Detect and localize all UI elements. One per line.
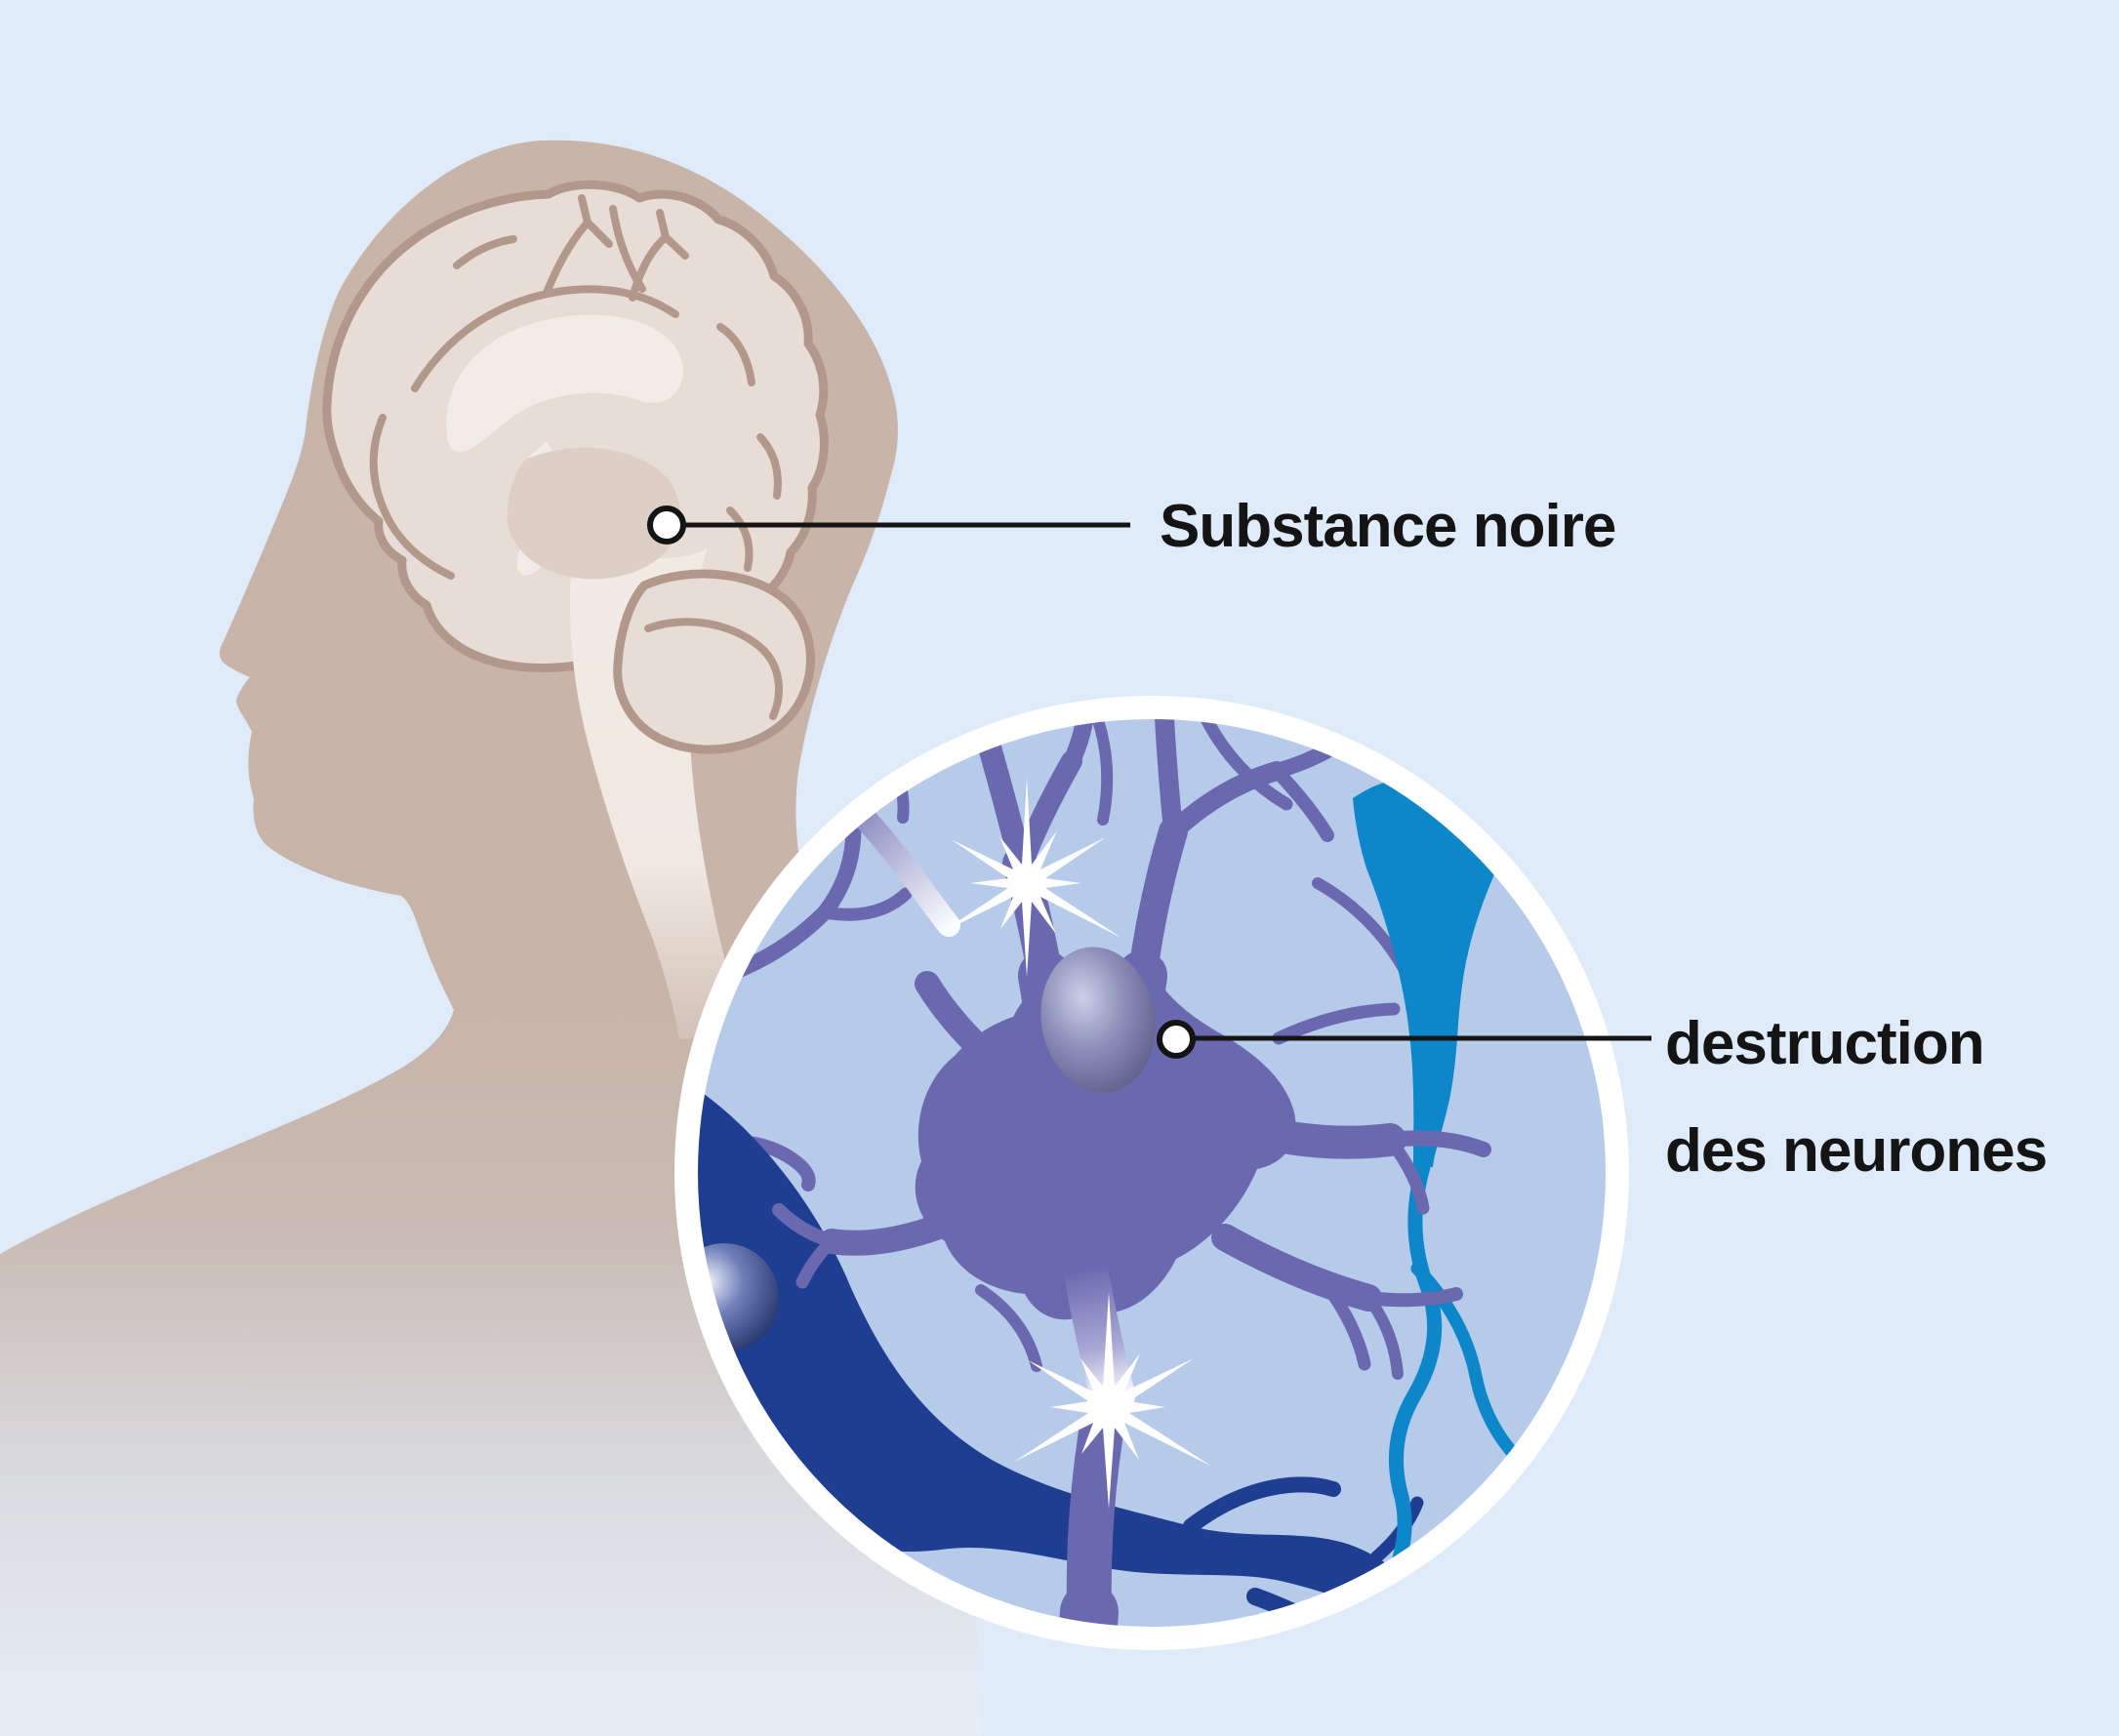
inset-ring xyxy=(674,696,1629,1650)
navy-nucleus xyxy=(697,1243,779,1352)
callout-dot-icon xyxy=(1157,1020,1196,1059)
corpus-callosum xyxy=(446,314,684,453)
spark-icon xyxy=(939,778,1121,977)
callout-substantia-nigra: Substance noire xyxy=(647,493,1616,560)
label-destruction-line2: des neurones xyxy=(1665,1117,2047,1185)
thalamus xyxy=(507,447,681,580)
brain-cortex xyxy=(322,180,829,672)
callout-neuron-destruction: destruction des neurones xyxy=(1157,1010,2048,1185)
brain-sulci xyxy=(369,194,782,580)
spark-icon xyxy=(1014,1292,1212,1509)
label-destruction-line1: destruction xyxy=(1665,1010,1984,1077)
neuron-nucleus xyxy=(1040,947,1156,1093)
callout-dot-icon xyxy=(647,505,686,545)
inset-circle xyxy=(674,696,1629,1650)
central-neuron xyxy=(772,718,1491,1628)
cerebellum-inner-line xyxy=(644,618,783,720)
label-substance-noire: Substance noire xyxy=(1160,493,1615,560)
brain xyxy=(322,180,829,1039)
cerebellum xyxy=(613,569,815,754)
